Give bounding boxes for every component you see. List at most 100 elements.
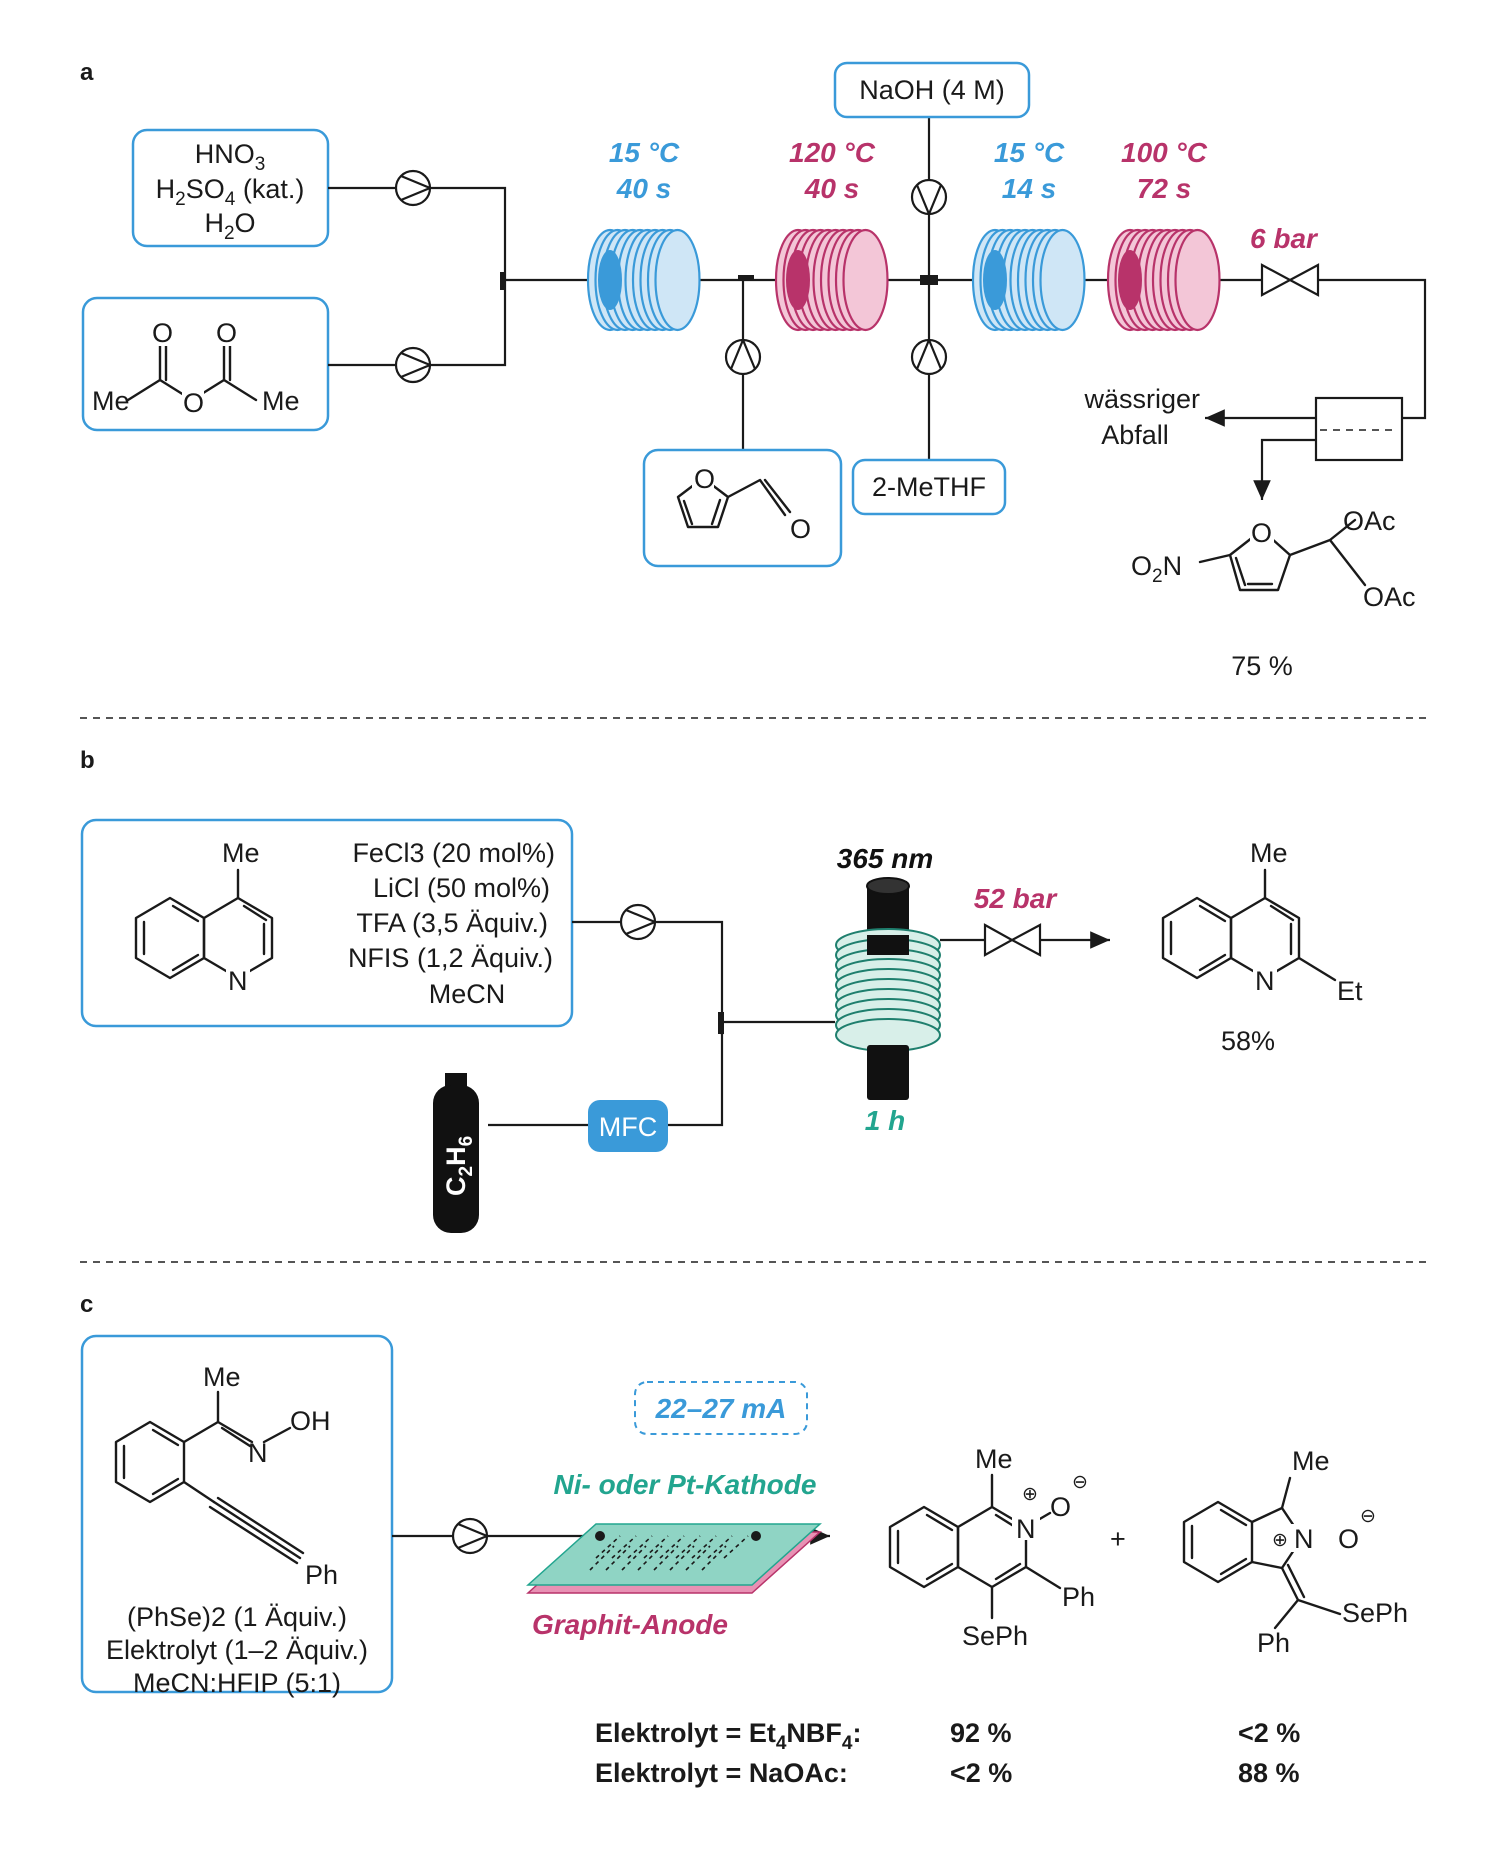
product-c1-ph: Ph xyxy=(1062,1582,1095,1612)
anhydride-o1: O xyxy=(152,318,173,348)
reagent-b-5: MeCN xyxy=(429,979,506,1009)
pump-b xyxy=(619,903,658,941)
section-label-a: a xyxy=(80,59,94,86)
product-c2-n: N xyxy=(1294,1524,1314,1554)
coil-temp-3: 15 °C xyxy=(994,137,1065,168)
pump-acid xyxy=(394,169,433,207)
reactor-coil-4 xyxy=(1106,228,1221,332)
cross-mixer xyxy=(920,275,938,285)
reagent-b-4: NFIS (1,2 Äquiv.) xyxy=(348,943,553,973)
product-b-et: Et xyxy=(1337,976,1363,1006)
back-pressure-valve-b xyxy=(983,923,1042,957)
result-row-2-yield-1: <2 % xyxy=(950,1758,1012,1788)
oxime-alkyne-structure xyxy=(114,1390,305,1565)
sm-c-n: N xyxy=(248,1438,268,1468)
waste-label-1: wässriger xyxy=(1083,384,1200,414)
reagent-b-3: TFA (3,5 Äquiv.) xyxy=(356,908,548,938)
coil-time-2: 40 s xyxy=(804,173,860,204)
coil-time-1: 40 s xyxy=(616,173,672,204)
methf-label: 2-MeTHF xyxy=(872,472,986,502)
reactor-coil-2 xyxy=(774,228,889,332)
coil-temp-2: 120 °C xyxy=(789,137,876,168)
gas-label: C2H6 xyxy=(441,1136,477,1196)
anhydride-me1: Me xyxy=(92,386,130,416)
waste-label-2: Abfall xyxy=(1101,420,1169,450)
flow-lines-b xyxy=(488,920,1110,1127)
reagent-c-2: Elektrolyt (1–2 Äquiv.) xyxy=(106,1635,368,1665)
pump-methf xyxy=(910,337,948,376)
furfural-structure xyxy=(676,466,792,529)
product-c1-n: N xyxy=(1016,1514,1036,1544)
naoh-label: NaOH (4 M) xyxy=(859,75,1005,105)
anhydride-me2: Me xyxy=(262,386,300,416)
mfc-label: MFC xyxy=(599,1112,657,1142)
lepidine-structure xyxy=(134,868,274,990)
anhydride-obridge: O xyxy=(183,388,204,418)
methf-box xyxy=(851,458,1007,516)
pump-furfural xyxy=(724,337,762,376)
pump-anhydride xyxy=(394,346,433,384)
reagent-b-2: LiCl (50 mol%) xyxy=(373,873,550,903)
coil-time-3: 14 s xyxy=(1002,173,1057,204)
electrochemical-cell xyxy=(526,1523,822,1594)
reagent-b-1: FeCl3 (20 mol%) xyxy=(352,838,555,868)
nitrofurfural-diacetate-structure xyxy=(1198,518,1367,592)
product-b-n: N xyxy=(1255,966,1275,996)
lepidine-me: Me xyxy=(222,838,260,868)
result-row-2-label: Elektrolyt = NaOAc: xyxy=(595,1758,848,1788)
product-c1-o: O xyxy=(1050,1492,1071,1522)
reagent-box-c xyxy=(80,1334,394,1694)
coil-time-4: 72 s xyxy=(1137,173,1192,204)
sm-c-me: Me xyxy=(203,1362,241,1392)
ethyl-lepidine-structure xyxy=(1161,868,1337,990)
acetic-anhydride-structure xyxy=(126,320,258,414)
product-c2-minus: ⊖ xyxy=(1360,1506,1376,1527)
product-c1-me: Me xyxy=(975,1444,1013,1474)
anhydride-o2: O xyxy=(216,318,237,348)
product-c2-me: Me xyxy=(1292,1446,1330,1476)
reactor-coil-1 xyxy=(586,228,701,332)
product-a-no2: O2N xyxy=(1131,551,1182,587)
t-mixer-b xyxy=(718,1012,724,1034)
product-a-oac1: OAc xyxy=(1343,506,1396,536)
cathode-label: Ni- oder Pt-Kathode xyxy=(554,1469,817,1500)
coil-temp-4: 100 °C xyxy=(1121,137,1208,168)
coil-temp-1: 15 °C xyxy=(609,137,680,168)
section-label-c: c xyxy=(80,1291,93,1318)
t-mixer-1 xyxy=(500,272,506,290)
result-row-1-yield-1: 92 % xyxy=(950,1718,1012,1748)
yield-a: 75 % xyxy=(1231,651,1293,681)
hno3-label: HNO3 xyxy=(195,139,266,175)
isoquinoline-n-oxide-structure xyxy=(888,1473,1062,1620)
h2o-label: H2O xyxy=(204,208,255,244)
t-mixer-2 xyxy=(738,275,754,281)
residence-time-b: 1 h xyxy=(865,1105,905,1136)
naoh-box xyxy=(833,61,1031,119)
product-c2-o: O xyxy=(1338,1524,1359,1554)
current-box xyxy=(634,1381,808,1435)
photoreactor xyxy=(835,877,941,1100)
product-c1-plus: ⊕ xyxy=(1022,1484,1038,1505)
product-a-oac2: OAc xyxy=(1363,582,1416,612)
product-a-ring-o: O xyxy=(1251,518,1272,548)
pressure-b: 52 bar xyxy=(974,883,1059,914)
result-row-1-yield-2: <2 % xyxy=(1238,1718,1300,1748)
sm-c-ph: Ph xyxy=(305,1560,338,1590)
plus-sign: + xyxy=(1110,1524,1126,1554)
yield-b: 58% xyxy=(1221,1026,1275,1056)
pressure-a: 6 bar xyxy=(1250,223,1319,254)
furfural-ring-o: O xyxy=(694,464,715,494)
current-label: 22–27 mA xyxy=(655,1393,787,1424)
lepidine-n: N xyxy=(228,966,248,996)
result-row-1-label: Elektrolyt = Et4NBF4: xyxy=(595,1718,861,1754)
product-b-me: Me xyxy=(1250,838,1288,868)
pump-naoh xyxy=(910,178,948,217)
wavelength: 365 nm xyxy=(837,843,934,874)
product-c2-plus: ⊕ xyxy=(1272,1530,1288,1551)
product-c1-minus: ⊖ xyxy=(1072,1472,1088,1493)
furfural-carbonyl-o: O xyxy=(790,514,811,544)
gas-cylinder xyxy=(433,1073,479,1233)
back-pressure-valve-a xyxy=(1260,263,1320,297)
sm-c-oh: OH xyxy=(290,1406,331,1436)
